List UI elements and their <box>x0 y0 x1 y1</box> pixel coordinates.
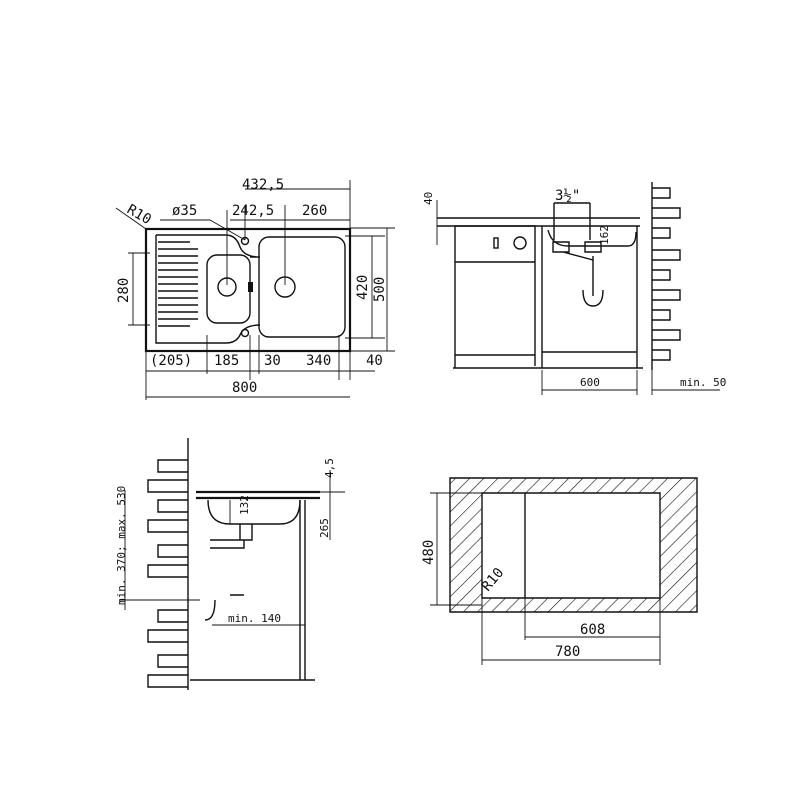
dim-242-5: 242,5 <box>232 203 274 219</box>
small-bowl <box>206 254 251 324</box>
dim-600: 600 <box>580 376 600 389</box>
dim-260: 260 <box>302 203 327 219</box>
dim-min-140: min. 140 <box>228 612 281 625</box>
dim-diameter-35: ø35 <box>172 203 197 219</box>
top-view: 432,5 R10 ø35 242,5 260 280 420 500 (205… <box>115 177 395 400</box>
worktop <box>196 490 320 500</box>
dim-rim-40: 40 <box>422 192 435 205</box>
overflow-connector <box>248 282 253 292</box>
dim-800: 800 <box>232 380 257 396</box>
large-bowl <box>258 236 346 338</box>
dim-162: 162 <box>598 225 611 245</box>
front-view: 40 3½" 162 600 min. 50 <box>422 182 726 395</box>
dim-waste-size: 3½" <box>555 188 580 204</box>
dim-185: 185 <box>214 353 239 369</box>
dim-4-5: 4,5 <box>323 458 336 478</box>
cutout-view: 480 R10 608 780 <box>421 477 698 665</box>
dim-min-50: min. 50 <box>680 376 726 389</box>
bowl-profile <box>207 499 301 525</box>
dim-drain-height: min. 370; max. 530 <box>115 486 128 605</box>
dim-780: 780 <box>555 644 580 660</box>
dim-cutout-r10: R10 <box>479 565 508 595</box>
dim-608: 608 <box>580 622 605 638</box>
dim-40: 40 <box>366 353 383 369</box>
dim-480: 480 <box>421 540 437 565</box>
drainer-board <box>155 234 261 344</box>
dim-132: 132 <box>238 495 251 515</box>
dishwasher-dial <box>513 236 527 250</box>
siphon <box>552 241 604 307</box>
side-view: min. 370; max. 530 4,5 132 265 min. 140 <box>115 438 345 690</box>
dim-500: 500 <box>372 277 388 302</box>
dim-432-5: 432,5 <box>242 177 284 193</box>
dim-280: 280 <box>116 278 132 303</box>
overflow-hole <box>240 328 250 338</box>
brick-wall <box>652 187 681 361</box>
dim-340: 340 <box>306 353 331 369</box>
dim-420: 420 <box>355 275 371 300</box>
dishwasher-button <box>493 237 499 249</box>
dim-30: 30 <box>264 353 281 369</box>
sink-bowl-profile <box>547 229 637 247</box>
drainer-grooves <box>158 241 198 327</box>
siphon-side <box>204 524 253 621</box>
brick-wall-side <box>147 459 188 688</box>
dim-205: (205) <box>150 353 192 369</box>
dim-265: 265 <box>318 518 331 538</box>
